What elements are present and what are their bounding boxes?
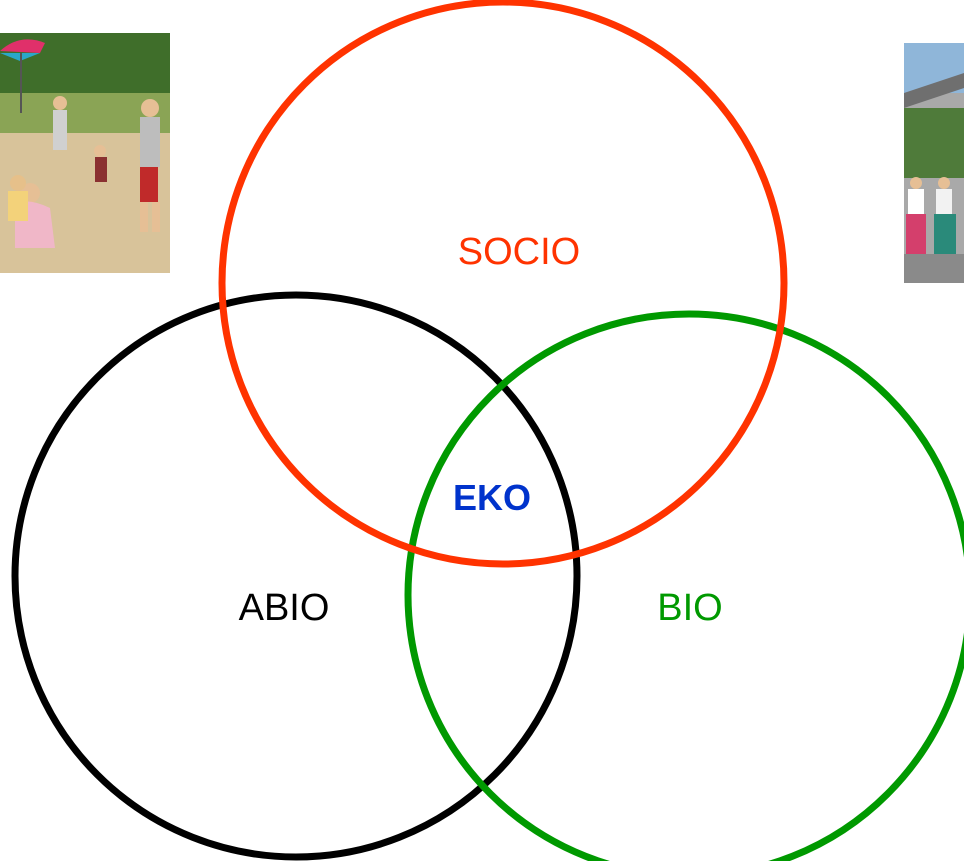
socio-label: SOCIO: [457, 231, 581, 273]
photo-folk-dancers: [904, 43, 964, 283]
bio-circle: [404, 310, 964, 861]
eko-intersection-label: EKO: [452, 477, 532, 518]
abio-label: ABIO: [238, 587, 330, 629]
abio-circle: [11, 291, 581, 861]
photo-children-sandbox: [0, 33, 170, 273]
socio-circle: [218, 0, 788, 568]
bio-label: BIO: [657, 587, 723, 629]
